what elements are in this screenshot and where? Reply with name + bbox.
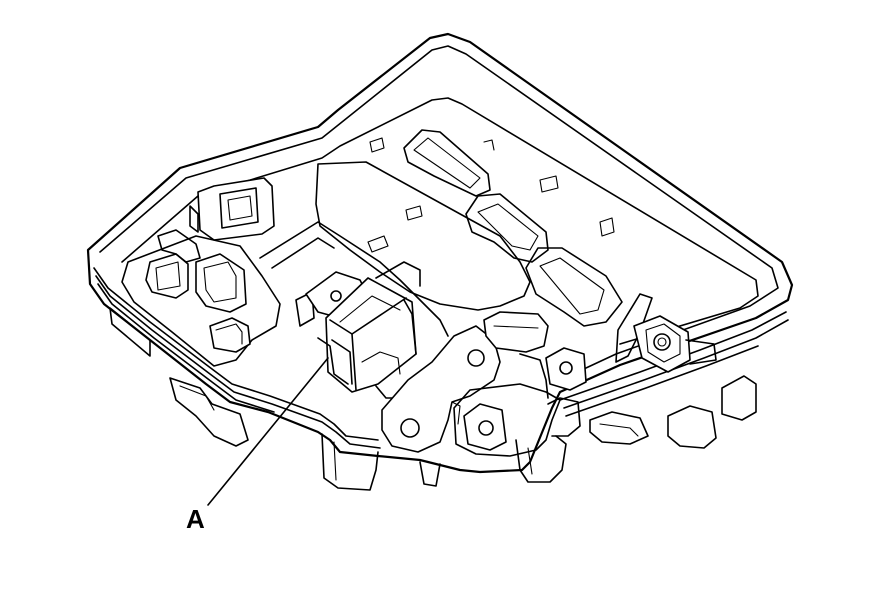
connector-cavity-left xyxy=(121,229,281,367)
mounting-tab-right xyxy=(589,375,757,449)
callout-label-a: A xyxy=(186,504,205,534)
relay-socket-top-left xyxy=(189,177,275,241)
terminal-block-lower xyxy=(453,311,587,457)
fuse-box-housing xyxy=(86,32,794,474)
main-fuse-relay xyxy=(305,261,421,399)
callout-a-leader xyxy=(207,357,329,506)
terminal-post-right xyxy=(615,293,717,373)
fuse-cavity-top-row xyxy=(369,129,623,327)
fuse-cavity-center xyxy=(259,161,531,337)
mounting-foot-bottom xyxy=(321,433,567,491)
mounting-tab-left xyxy=(109,307,249,447)
